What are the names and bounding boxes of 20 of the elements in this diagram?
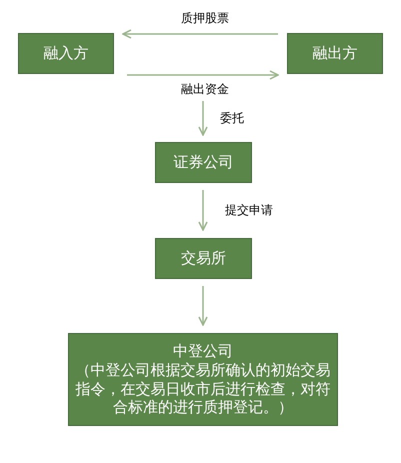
process-box bbox=[68, 333, 338, 426]
node-title: 证券公司 bbox=[174, 153, 234, 172]
process-box bbox=[155, 142, 252, 183]
node-title: 融出方 bbox=[312, 44, 358, 63]
edge-label: 委托 bbox=[220, 111, 244, 126]
arrow bbox=[198, 286, 208, 326]
process-box bbox=[155, 238, 252, 279]
arrow bbox=[198, 190, 208, 231]
node-title: 中登公司 bbox=[173, 342, 233, 361]
arrow bbox=[122, 29, 278, 39]
node-title: 交易所 bbox=[181, 249, 226, 268]
edge-label: 提交申请 bbox=[225, 203, 273, 218]
arrow bbox=[198, 101, 208, 136]
process-box bbox=[18, 33, 114, 74]
node-title: 融入方 bbox=[44, 44, 88, 63]
edge-label: 融出资金 bbox=[181, 82, 229, 96]
process-box bbox=[287, 33, 383, 74]
arrow bbox=[127, 70, 279, 80]
node-description: （中登公司根据交易所确认的初始交易指令，在交易日收市后进行检查，对符合标准的进行质押登记。） bbox=[75, 360, 331, 417]
edge-label: 质押股票 bbox=[181, 11, 229, 26]
